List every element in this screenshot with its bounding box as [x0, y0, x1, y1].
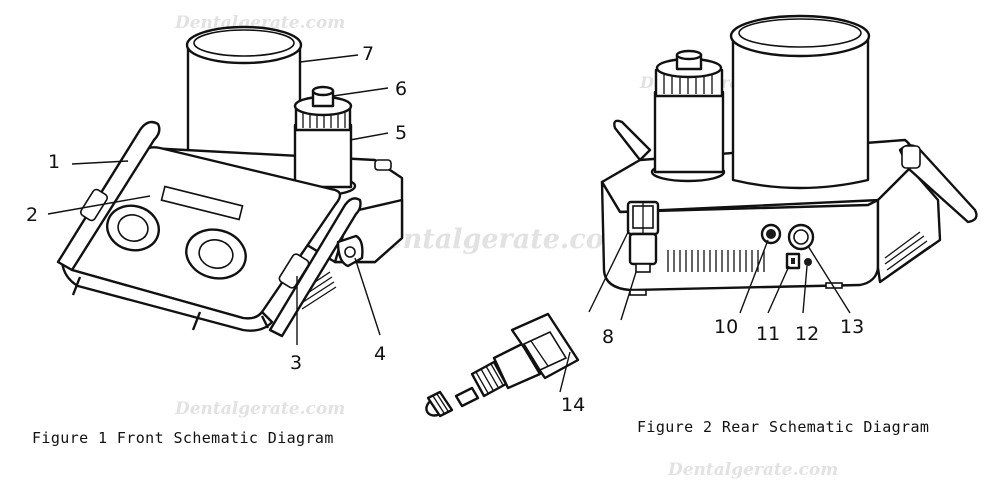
footswitch-jack	[804, 258, 812, 266]
callout-5: 5	[395, 122, 407, 144]
callout-3: 3	[290, 352, 302, 374]
rear-unit-drawing	[600, 14, 978, 296]
callout-11: 11	[756, 323, 780, 345]
front-leader-lines	[47, 54, 389, 345]
small-bottle-front	[289, 85, 357, 197]
rear-side-vent	[884, 231, 931, 276]
connector-cap	[425, 390, 454, 418]
callout-13: 13	[840, 316, 864, 338]
watermark-center: Dentalgerate.com	[361, 224, 632, 255]
water-filter	[626, 200, 660, 273]
rear-bottle-cap-ribs	[663, 72, 713, 94]
handpiece-left	[56, 120, 161, 272]
rear-callouts: 8 10 11 12 13	[602, 316, 864, 348]
callout-12: 12	[795, 323, 819, 345]
callout-4: 4	[374, 343, 386, 365]
small-bottle-rear	[650, 49, 726, 183]
watermark-bottom-left: Dentalgerate.com	[174, 399, 345, 419]
rear-right-handpiece	[898, 144, 978, 224]
handpiece-right	[268, 197, 362, 338]
rear-leader-lines	[588, 229, 851, 321]
callout-8: 8	[602, 326, 614, 348]
power-switch	[336, 234, 364, 268]
callout-6: 6	[395, 78, 407, 100]
callout-2: 2	[26, 204, 38, 226]
rear-left-handpiece	[613, 119, 652, 162]
callout-7: 7	[362, 43, 374, 65]
callout-14: 14	[561, 394, 585, 416]
front-unit-drawing	[56, 25, 404, 338]
large-bottle-rear	[729, 14, 871, 190]
caption-figure-1: Figure 1 Front Schematic Diagram	[32, 429, 334, 447]
right-knob	[185, 228, 247, 280]
front-panel	[60, 146, 342, 332]
callout-1: 1	[48, 151, 60, 173]
caption-figure-2: Figure 2 Rear Schematic Diagram	[637, 418, 929, 436]
leader-14	[559, 351, 571, 393]
callout-10: 10	[714, 316, 738, 338]
left-knob	[106, 204, 160, 252]
connector-detail	[425, 312, 580, 418]
front-callouts: 1 2 3 4 5 6 7	[26, 43, 407, 374]
watermark-bottom-right: Dentalgerate.com	[667, 460, 838, 480]
rear-vent-grille	[667, 250, 765, 272]
